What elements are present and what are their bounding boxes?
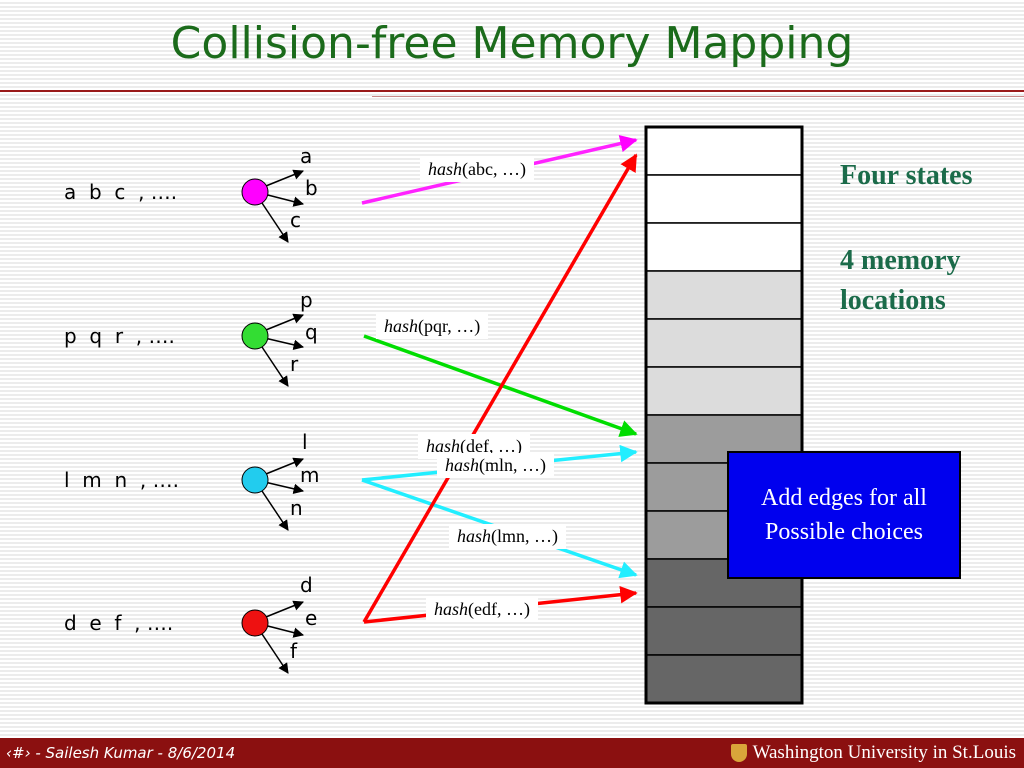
locations-caption-line1: 4 memory xyxy=(840,245,961,276)
branch-label: e xyxy=(305,606,318,630)
branch-label: n xyxy=(290,496,303,520)
branch-label: m xyxy=(300,463,320,487)
hash-label-edf: hash(edf, …) xyxy=(426,597,538,622)
university-logo: Washington University in St.Louis xyxy=(730,742,1016,764)
hash-label-abc: hash(abc, …) xyxy=(420,157,534,182)
memory-cell xyxy=(645,654,803,704)
branch-label: b xyxy=(305,176,318,200)
branch-label: c xyxy=(290,208,301,232)
branch-label: p xyxy=(300,288,313,312)
footer-bar: ‹#› - Sailesh Kumar - 8/6/2014 Washingto… xyxy=(0,738,1024,768)
title-subrule xyxy=(372,96,1024,97)
university-name: Washington University in St.Louis xyxy=(752,742,1016,763)
callout-line1: Add edges for all xyxy=(761,485,927,511)
memory-cell xyxy=(645,366,803,416)
title-rule xyxy=(0,90,1024,92)
memory-cell xyxy=(645,606,803,656)
memory-cell xyxy=(645,174,803,224)
branch-edges xyxy=(255,169,305,674)
edge-def xyxy=(362,153,638,623)
memory-column xyxy=(644,125,804,705)
memory-cell xyxy=(645,318,803,368)
locations-caption-line2: locations xyxy=(840,285,946,316)
branch-label: r xyxy=(290,352,299,376)
sequence-def: d e f , …. xyxy=(64,611,174,635)
sequence-pqr: p q r , …. xyxy=(64,324,175,348)
branch-label: q xyxy=(305,320,318,344)
branch-label: a xyxy=(300,144,313,168)
branch-label: d xyxy=(300,573,313,597)
node-lmn xyxy=(241,466,269,494)
callout-line2: Possible choices xyxy=(765,519,923,545)
node-def xyxy=(241,609,269,637)
hash-label-mln: hash(mln, …) xyxy=(437,453,555,478)
branch-label: f xyxy=(290,639,298,663)
hash-label-pqr: hash(pqr, …) xyxy=(376,314,489,339)
shield-icon xyxy=(730,744,747,762)
branch-label: l xyxy=(302,430,308,454)
sequence-abc: a b c , …. xyxy=(64,180,178,204)
memory-cell xyxy=(645,222,803,272)
states-caption: Four states xyxy=(840,160,973,191)
node-abc xyxy=(241,178,269,206)
node-pqr xyxy=(241,322,269,350)
edges-callout: Add edges for all Possible choices xyxy=(727,451,961,579)
memory-column-border xyxy=(644,125,804,705)
footer-credit: ‹#› - Sailesh Kumar - 8/6/2014 xyxy=(6,744,236,762)
slide-title: Collision-free Memory Mapping xyxy=(170,18,854,69)
memory-cell xyxy=(645,270,803,320)
hash-label-lmn: hash(lmn, …) xyxy=(449,524,567,549)
edge-pqr xyxy=(363,334,638,437)
sequence-lmn: l m n , …. xyxy=(64,468,179,492)
memory-cell xyxy=(645,126,803,176)
